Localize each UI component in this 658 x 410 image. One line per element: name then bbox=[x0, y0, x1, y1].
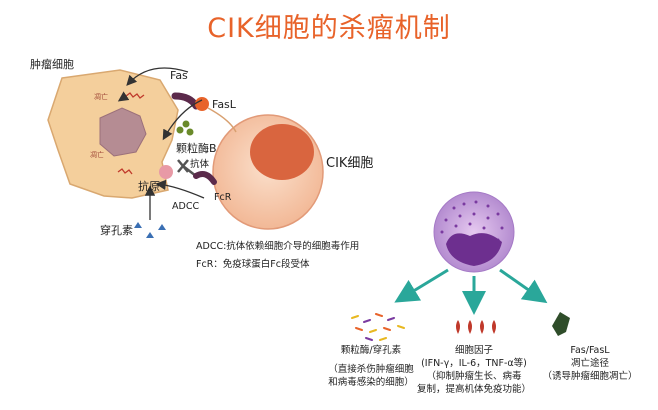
outcome-desc-3: 复制，提高机体免疫功能） bbox=[416, 384, 531, 395]
outcome-desc-1: (IFN-γ，IL-6，TNF-α等) bbox=[421, 358, 527, 369]
outcome-desc-2: 和病毒感染的细胞） bbox=[328, 377, 414, 388]
tumor-cell-label: 肿瘤细胞 bbox=[30, 58, 74, 71]
fcr-label: FcR bbox=[214, 192, 232, 203]
outcome-desc-2: （诱导肿瘤细胞凋亡） bbox=[542, 371, 638, 382]
cytokine-drops bbox=[456, 320, 496, 334]
arrow-to-fas bbox=[499, 268, 548, 304]
outcome-cytokine: 细胞因子 (IFN-γ，IL-6，TNF-α等) （抑制肿瘤生长、病毒 复制，提… bbox=[404, 344, 544, 396]
adcc-label: ADCC bbox=[172, 201, 200, 212]
antibody-label: 抗体 bbox=[190, 159, 210, 170]
fasl-ligand bbox=[195, 97, 209, 111]
antigen-label: 抗原 bbox=[138, 180, 160, 193]
outcome-title: Fas/FasL bbox=[570, 345, 610, 356]
antigen-dot bbox=[159, 165, 173, 179]
fcr-definition: FcR：免疫球蛋白Fc段受体 bbox=[196, 259, 310, 270]
outcome-fas: Fas/FasL 凋亡途径 （诱导肿瘤细胞凋亡） bbox=[530, 344, 650, 383]
granule-confetti bbox=[351, 313, 405, 341]
apoptosis-label-bottom: 凋亡 bbox=[90, 151, 104, 159]
page-title: CIK细胞的杀瘤机制 bbox=[207, 13, 451, 44]
outcome-title: 细胞因子 bbox=[454, 345, 493, 356]
adcc-definition: ADCC:抗体依赖细胞介导的细胞毒作用 bbox=[196, 241, 360, 252]
apoptosis-label-top: 凋亡 bbox=[94, 93, 108, 101]
outcome-desc-1: （直接杀伤肿瘤细胞 bbox=[328, 364, 414, 375]
fasl-label: FasL bbox=[212, 98, 236, 111]
fc-receptor bbox=[193, 171, 217, 185]
effector-nucleus bbox=[446, 233, 502, 266]
outcome-title: 颗粒酶/穿孔素 bbox=[340, 345, 402, 356]
arrow-to-granzyme bbox=[394, 268, 449, 303]
cik-nucleus bbox=[250, 124, 314, 180]
cik-cell-label: CIK细胞 bbox=[326, 156, 374, 171]
outcome-granzyme: 颗粒酶/穿孔素 （直接杀伤肿瘤细胞 和病毒感染的细胞） bbox=[306, 344, 436, 389]
fas-label: Fas bbox=[170, 69, 188, 82]
perforin-label: 穿孔素 bbox=[100, 224, 133, 237]
outcome-desc-1: 凋亡途径 bbox=[570, 358, 609, 369]
apoptosis-signal-bottom bbox=[117, 168, 133, 175]
outcome-desc-2: （抑制肿瘤生长、病毒 bbox=[426, 371, 522, 382]
fas-ligand-leaf bbox=[552, 312, 570, 336]
tumor-nucleus bbox=[99, 107, 147, 157]
granzyme-b-label: 颗粒酶B bbox=[176, 142, 217, 155]
